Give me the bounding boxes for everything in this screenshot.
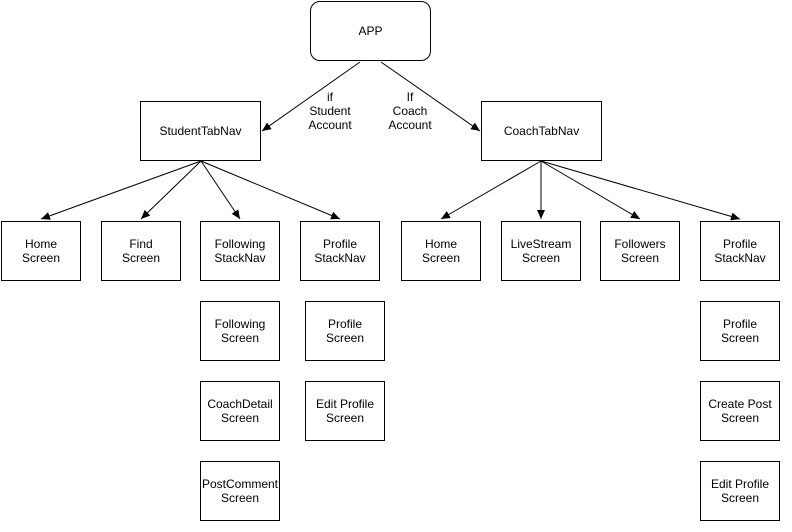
student-coach-detail-node: CoachDetail Screen <box>200 381 280 441</box>
student-edit-profile-node: Edit Profile Screen <box>305 381 385 441</box>
student-profile-screen-label: Profile Screen <box>325 317 365 345</box>
student-profile-stack-node: Profile StackNav <box>300 221 380 281</box>
student-tab-nav-node: StudentTabNav <box>140 101 261 161</box>
coach-livestream-label: LiveStream Screen <box>510 237 572 265</box>
coach-tab-nav-label: CoachTabNav <box>503 124 580 138</box>
coach-profile-screen-label: Profile Screen <box>720 317 760 345</box>
student-following-stack-label: Following StackNav <box>214 237 266 265</box>
coach-home-label: Home Screen <box>421 237 461 265</box>
edge-coach-profile <box>540 160 741 221</box>
student-find-node: Find Screen <box>101 221 181 281</box>
coach-followers-label: Followers Screen <box>614 237 666 265</box>
coach-profile-screen-node: Profile Screen <box>700 301 780 361</box>
student-post-comment-label: PostComment Screen <box>201 477 279 505</box>
coach-create-post-node: Create Post Screen <box>700 381 780 441</box>
edge-student-find <box>140 160 202 220</box>
coach-livestream-node: LiveStream Screen <box>501 221 581 281</box>
student-coach-detail-label: CoachDetail Screen <box>207 397 273 425</box>
student-profile-stack-label: Profile StackNav <box>314 237 366 265</box>
edge-label-coach: If Coach Account <box>388 90 432 132</box>
edge-label-student: if Student Account <box>308 90 352 132</box>
edge-app-coach <box>380 61 481 132</box>
student-find-label: Find Screen <box>121 237 161 265</box>
edge-coach-home <box>440 160 542 220</box>
coach-followers-node: Followers Screen <box>600 221 680 281</box>
edge-student-profile <box>200 160 341 220</box>
edge-app-student <box>261 61 361 132</box>
coach-profile-stack-node: Profile StackNav <box>700 221 780 281</box>
student-post-comment-node: PostComment Screen <box>200 461 280 521</box>
student-following-screen-node: Following Screen <box>200 301 280 361</box>
student-home-node: Home Screen <box>1 221 81 281</box>
student-profile-screen-node: Profile Screen <box>305 301 385 361</box>
student-following-screen-label: Following Screen <box>214 317 266 345</box>
student-home-label: Home Screen <box>21 237 61 265</box>
student-following-stack-node: Following StackNav <box>200 221 280 281</box>
edge-coach-followers <box>540 160 641 220</box>
app-label: APP <box>358 24 383 38</box>
coach-tab-nav-node: CoachTabNav <box>481 101 602 161</box>
app-node: APP <box>310 1 431 61</box>
coach-edit-profile-label: Edit Profile Screen <box>710 477 770 505</box>
coach-edit-profile-node: Edit Profile Screen <box>700 461 780 521</box>
coach-create-post-label: Create Post Screen <box>708 397 772 425</box>
coach-profile-stack-label: Profile StackNav <box>714 237 766 265</box>
student-edit-profile-label: Edit Profile Screen <box>315 397 375 425</box>
edge-student-home <box>40 160 202 220</box>
edge-student-following <box>200 160 241 220</box>
student-tab-nav-label: StudentTabNav <box>159 124 242 138</box>
coach-home-node: Home Screen <box>401 221 481 281</box>
